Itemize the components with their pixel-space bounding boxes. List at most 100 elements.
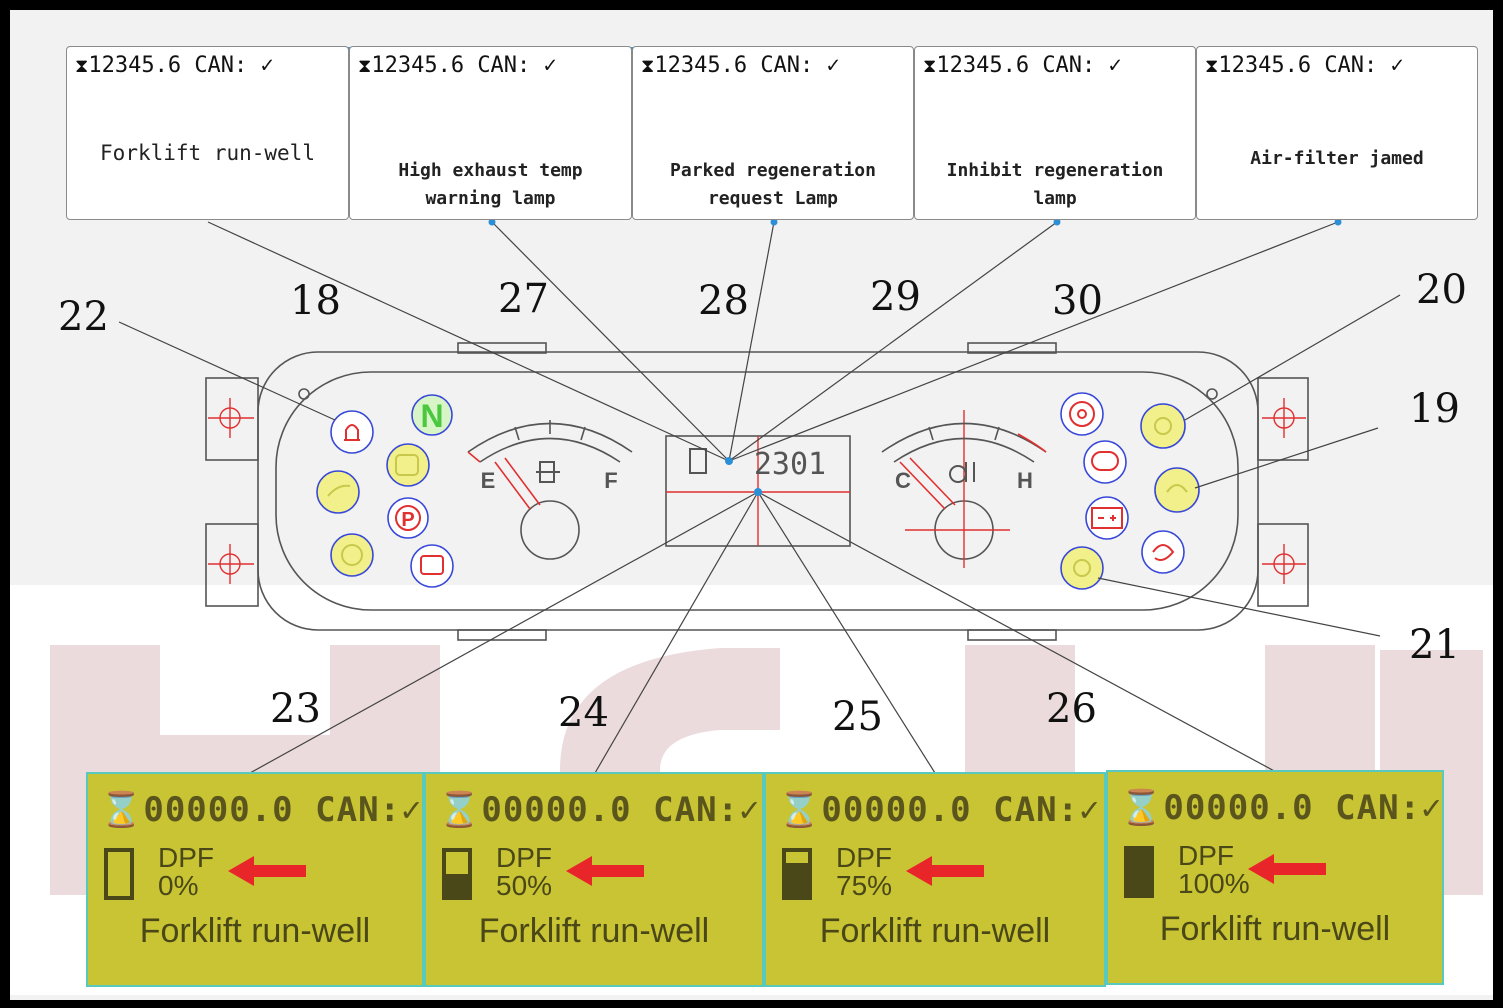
hourglass-icon: ⧗ bbox=[1205, 55, 1219, 77]
lcd-header: ⌛00000.0 CAN:✓ bbox=[778, 790, 1100, 830]
red-arrow-icon bbox=[906, 856, 984, 886]
callout-odometer: 12345.6 bbox=[371, 53, 465, 78]
lcd-status-text: Forklift run-well bbox=[139, 912, 371, 950]
ref-number-30: 30 bbox=[1052, 278, 1103, 324]
callout-message: High exhaust temp warning lamp bbox=[398, 160, 583, 209]
dpf-level: 50% bbox=[496, 870, 553, 901]
hourglass-icon: ⌛ bbox=[778, 790, 822, 830]
fuel-empty-label: E bbox=[481, 468, 496, 493]
hourglass-icon: ⧗ bbox=[358, 55, 372, 77]
dpf-level: 100% bbox=[1178, 868, 1250, 899]
dpf-label: DPF bbox=[158, 842, 214, 873]
temp-cold-label: C bbox=[895, 468, 911, 493]
lcd-status-text: Forklift run-well bbox=[819, 912, 1051, 950]
dpf-level-fill bbox=[1128, 850, 1150, 894]
ref-number-25: 25 bbox=[832, 694, 883, 740]
left-indicators bbox=[316, 394, 454, 588]
dpf-level-gauge bbox=[1124, 846, 1154, 898]
callout-message: Parked regeneration request Lamp bbox=[670, 160, 876, 209]
callout-can-status: CAN: ✓ bbox=[477, 53, 557, 78]
callout-high-exhaust-temp: ⧗12345.6 CAN: ✓ High exhaust temp warnin… bbox=[349, 46, 632, 220]
dpf-label: DPF bbox=[496, 842, 552, 873]
callout-odometer: 12345.6 bbox=[936, 53, 1030, 78]
hourglass-icon: ⌛ bbox=[1120, 788, 1164, 828]
red-arrow-icon bbox=[228, 856, 306, 886]
red-arrow-icon bbox=[566, 856, 644, 886]
lcd-odometer: 00000.0 bbox=[1163, 788, 1314, 828]
left-indicator-glyphs bbox=[327, 424, 444, 575]
red-arrow-icon bbox=[1248, 854, 1326, 884]
cluster-housing bbox=[205, 342, 1309, 641]
hourglass-icon: ⧗ bbox=[641, 55, 655, 77]
lcd-header: ⌛00000.0 CAN:✓ bbox=[1120, 788, 1442, 828]
ref-number-20: 20 bbox=[1416, 267, 1467, 313]
coolant-icon bbox=[949, 462, 975, 483]
ref-number-27: 27 bbox=[498, 276, 549, 322]
callout-air-filter: ⧗12345.6 CAN: ✓ Air-filter jamed bbox=[1196, 46, 1478, 220]
dpf-level-fill bbox=[786, 863, 808, 896]
callout-header: ⧗12345.6 CAN: ✓ bbox=[1205, 53, 1404, 78]
hourglass-icon: ⧗ bbox=[923, 55, 937, 77]
temp-hot-label: H bbox=[1017, 468, 1033, 493]
dpf-level-gauge bbox=[104, 848, 134, 900]
dpf-label: DPF bbox=[1178, 840, 1234, 871]
callout-header: ⧗12345.6 CAN: ✓ bbox=[641, 53, 840, 78]
lcd-can-status: CAN:✓ bbox=[315, 790, 423, 830]
callout-odometer: 12345.6 bbox=[1218, 53, 1312, 78]
callout-inhibit-regeneration: ⧗12345.6 CAN: ✓ Inhibit regeneration lam… bbox=[914, 46, 1196, 220]
lcd-can-status: CAN:✓ bbox=[653, 790, 761, 830]
hourglass-icon: ⧗ bbox=[75, 55, 89, 77]
ref-number-26: 26 bbox=[1046, 686, 1097, 732]
ref-number-18: 18 bbox=[290, 278, 341, 324]
callout-can-status: CAN: ✓ bbox=[194, 53, 274, 78]
dpf-level-gauge bbox=[442, 848, 472, 900]
dpf-label: DPF bbox=[836, 842, 892, 873]
display-reading: 2301 bbox=[754, 447, 826, 482]
ref-number-19: 19 bbox=[1409, 386, 1460, 432]
display-digit-icon bbox=[689, 448, 707, 474]
ref-number-21: 21 bbox=[1409, 622, 1460, 668]
lcd-status-text: Forklift run-well bbox=[1159, 910, 1391, 948]
ref-number-28: 28 bbox=[698, 278, 749, 324]
callout-can-status: CAN: ✓ bbox=[760, 53, 840, 78]
dpf-level: 0% bbox=[158, 870, 199, 901]
callout-parked-regeneration: ⧗12345.6 CAN: ✓ Parked regeneration requ… bbox=[632, 46, 914, 220]
callout-header: ⧗12345.6 CAN: ✓ bbox=[358, 53, 557, 78]
lcd-can-status: CAN:✓ bbox=[1335, 788, 1443, 828]
callout-can-status: CAN: ✓ bbox=[1042, 53, 1122, 78]
hourglass-icon: ⌛ bbox=[438, 790, 482, 830]
ref-number-29: 29 bbox=[870, 274, 921, 320]
dpf-level: 75% bbox=[836, 870, 893, 901]
parking-indicator: P bbox=[401, 509, 414, 531]
fuel-gauge bbox=[467, 420, 633, 510]
lcd-odometer: 00000.0 bbox=[821, 790, 972, 830]
callout-message: Forklift run-well bbox=[100, 141, 315, 165]
callout-forklift-run-well: ⧗12345.6 CAN: ✓ Forklift run-well bbox=[66, 46, 349, 220]
ref-number-24: 24 bbox=[558, 690, 609, 736]
leader-lines bbox=[118, 221, 1401, 774]
callout-header: ⧗12345.6 CAN: ✓ bbox=[923, 53, 1122, 78]
temp-gauge bbox=[881, 422, 1047, 510]
ref-number-23: 23 bbox=[270, 686, 321, 732]
fuel-pump-icon bbox=[536, 461, 560, 483]
lcd-odometer: 00000.0 bbox=[481, 790, 632, 830]
callout-can-status: CAN: ✓ bbox=[1324, 53, 1404, 78]
lcd-can-status: CAN:✓ bbox=[993, 790, 1101, 830]
callout-odometer: 12345.6 bbox=[88, 53, 182, 78]
dpf-level-gauge bbox=[782, 848, 812, 900]
callout-message: Air-filter jamed bbox=[1250, 148, 1424, 169]
right-indicator-glyphs bbox=[1069, 401, 1188, 577]
fuel-full-label: F bbox=[604, 468, 617, 493]
lcd-header: ⌛00000.0 CAN:✓ bbox=[100, 790, 422, 830]
ref-number-22: 22 bbox=[58, 294, 109, 340]
lcd-odometer: 00000.0 bbox=[143, 790, 294, 830]
lcd-header: ⌛00000.0 CAN:✓ bbox=[438, 790, 760, 830]
